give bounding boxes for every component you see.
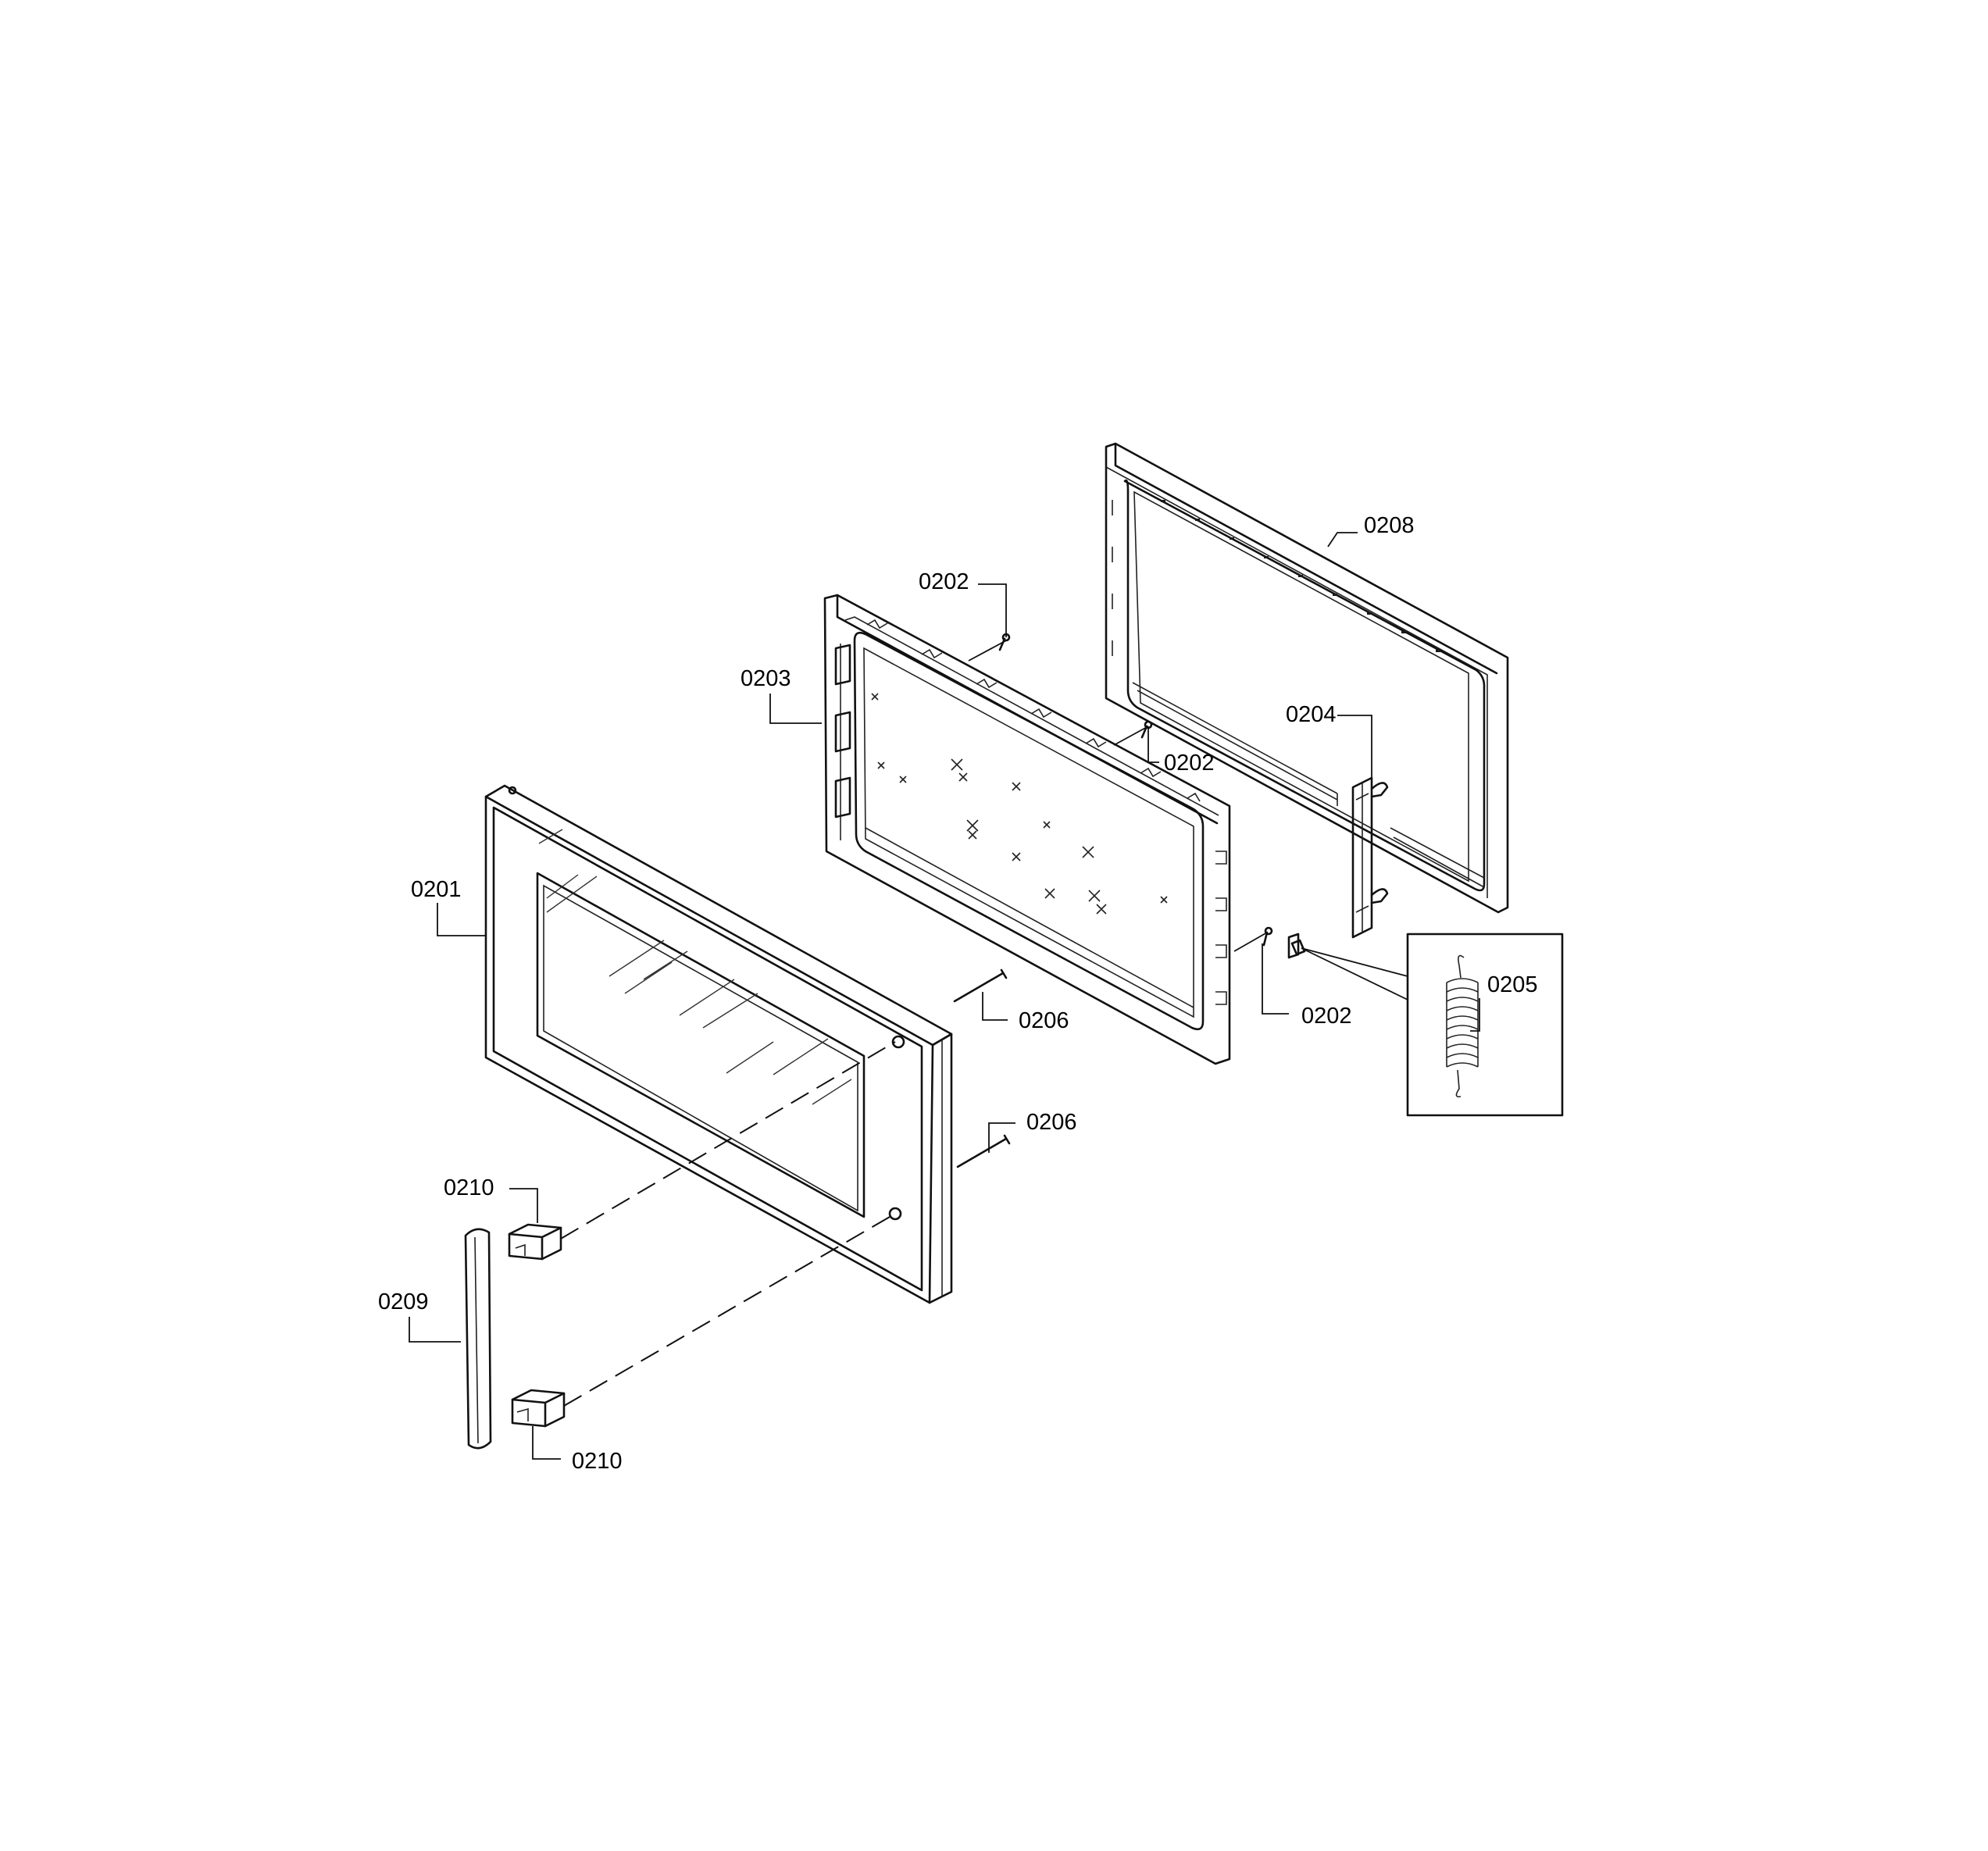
callout-0202-mid[interactable]: 0202 [1164,751,1215,776]
assembly-line-top [560,1041,896,1239]
callout-0210-top[interactable]: 0210 [444,1175,494,1200]
assembly-line-low [563,1213,896,1407]
part-0206-pin-top[interactable] [953,968,1008,1003]
part-0205-spring-detail[interactable] [1290,933,1564,1117]
callout-0210-low[interactable]: 0210 [572,1449,623,1474]
callout-0201[interactable]: 0201 [411,877,462,902]
part-0204-latch[interactable] [1351,776,1389,939]
callout-labels: 0208 0202 0203 0202 0204 0201 0205 0202 … [378,513,1538,1474]
callout-0209[interactable]: 0209 [378,1289,429,1314]
callout-0203[interactable]: 0203 [741,666,791,691]
spring-icon [1446,954,1479,1098]
panel-marks [871,693,1168,915]
part-0210-cap-low[interactable] [511,1389,566,1428]
part-0209-handle[interactable] [464,1228,492,1450]
callout-0206-low[interactable]: 0206 [1026,1110,1077,1135]
part-0210-cap-top[interactable] [508,1223,562,1261]
callout-0202-low[interactable]: 0202 [1301,1004,1352,1029]
callout-0205[interactable]: 0205 [1487,972,1538,997]
callout-0202-top[interactable]: 0202 [919,569,969,594]
part-0206-pin-low[interactable] [956,1134,1011,1168]
part-0203-inner-panel[interactable] [823,594,1231,1065]
glass-reflections [538,829,852,1105]
part-0208-rear-frame[interactable] [1105,442,1509,914]
callout-0206-top[interactable]: 0206 [1019,1008,1069,1033]
part-0201-outer-door[interactable] [484,784,953,1304]
leader-lines [409,532,1480,1460]
callout-0204[interactable]: 0204 [1286,702,1337,727]
callout-0208[interactable]: 0208 [1364,513,1415,538]
